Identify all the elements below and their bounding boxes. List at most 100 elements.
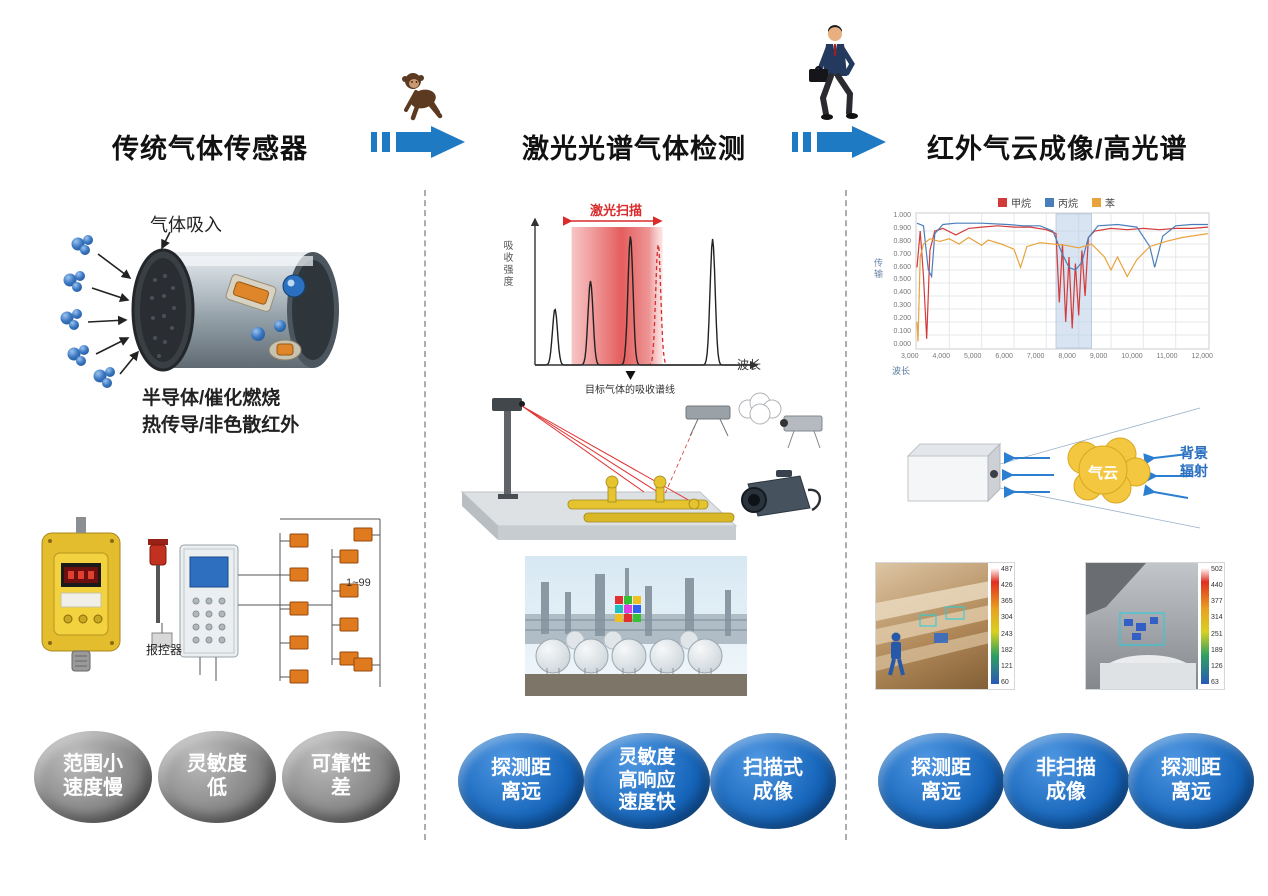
- advantage-badge-distance-ir: 探测距 离远: [878, 733, 1004, 829]
- absorption-y-axis-label: 吸收强度: [501, 240, 512, 288]
- laser-tower: [492, 398, 525, 499]
- tick-label: 0.600: [893, 263, 911, 271]
- tick-label: 63: [1211, 678, 1219, 686]
- cylinder-mesh-face: [131, 248, 195, 372]
- reflector-unit: [685, 405, 731, 437]
- propane-line: [916, 222, 1208, 279]
- tick-label: 440: [1211, 582, 1223, 590]
- transmission-y-axis-label: 传输: [873, 258, 883, 280]
- thermal-scene-tank: [1086, 563, 1196, 689]
- alarm-controller-box: [151, 623, 173, 648]
- gas-intake-label: 气体吸入: [150, 215, 222, 235]
- remote-detectors: [289, 527, 373, 684]
- tick-label: 0.700: [893, 250, 911, 258]
- tick-label: 502: [1211, 566, 1223, 573]
- walking-businessman-icon: [809, 25, 858, 120]
- tick-label: 0.100: [893, 328, 911, 336]
- tick-label: 243: [1001, 630, 1013, 638]
- gas-plume-cloud-icon: [738, 392, 782, 425]
- ground: [525, 674, 747, 696]
- refinery-photo: [525, 556, 747, 696]
- tick-label: 8,000: [1058, 353, 1076, 360]
- laser-scan-label: 激光扫描: [589, 203, 642, 218]
- tick-label: 0.800: [893, 237, 911, 245]
- column-title-traditional: 传统气体传感器: [112, 134, 308, 164]
- tick-label: 3,000: [901, 353, 919, 360]
- infrared-camera-box: [906, 442, 1002, 503]
- tick-label: 0.300: [893, 302, 911, 310]
- legend-item-methane: 甲烷: [998, 195, 1031, 210]
- legend-label-methane: 甲烷: [1011, 199, 1031, 210]
- absorption-x-axis-label: 波长: [737, 358, 762, 372]
- tick-label: 0.200: [893, 315, 911, 323]
- evolution-arrow-1-icon: [371, 126, 465, 158]
- gas-molecules: [60, 235, 115, 388]
- tick-label: 426: [1001, 582, 1013, 590]
- absorption-spectrum-chart: [530, 216, 759, 380]
- legend-label-benzene: 苯: [1105, 199, 1115, 210]
- tick-label: 9,000: [1089, 353, 1108, 360]
- advantage-badge-sensitivity: 灵敏度 高响应 速度快: [584, 733, 710, 829]
- tick-label: 314: [1211, 614, 1223, 622]
- gas-cloud-imaging-scene: [906, 407, 1201, 529]
- evolution-arrow-2-icon: [792, 126, 886, 158]
- legend-label-propane: 丙烷: [1058, 199, 1078, 210]
- tick-label: 1.000: [893, 212, 911, 219]
- column-title-infrared: 红外气云成像/高光谱: [927, 134, 1188, 164]
- tick-label: 10,000: [1121, 353, 1143, 360]
- detector-count-label: 1~99: [346, 577, 371, 589]
- benzene-line: [916, 233, 1209, 342]
- tick-label: 4,000: [932, 353, 950, 360]
- tick-label: 377: [1211, 598, 1223, 606]
- gas-cloud-icon: [1067, 437, 1151, 504]
- drawback-badge-sensitivity: 灵敏度 低: [158, 731, 276, 823]
- advantage-badge-scanning: 扫描式 成像: [710, 733, 836, 829]
- background-radiation-label: 背景 辐射: [1180, 445, 1208, 480]
- target-gas-marker: [625, 371, 636, 380]
- legend-item-benzene: 苯: [1092, 195, 1115, 210]
- gas-cloud-label: 气云: [1087, 465, 1118, 482]
- laser-scan-band: [571, 227, 663, 365]
- column-separator-2: [845, 190, 847, 840]
- thermal-scene-pipes: [876, 581, 990, 676]
- tick-label: 0.500: [893, 276, 911, 284]
- propane-swatch: [1045, 198, 1054, 207]
- tick-label: 304: [1001, 614, 1013, 622]
- transmission-spectra-plot: [915, 212, 1210, 350]
- column-title-laser: 激光光谱气体检测: [522, 134, 746, 164]
- tick-label: 182: [1001, 646, 1013, 654]
- tick-label: 251: [1211, 630, 1223, 638]
- advantage-badge-non-scanning: 非扫描 成像: [1003, 733, 1129, 829]
- drawback-badge-reliability: 可靠性 差: [282, 731, 400, 823]
- tick-label: 121: [1001, 662, 1013, 670]
- intake-arrows: [87, 231, 171, 375]
- tick-label: 0.900: [893, 224, 911, 232]
- tick-label: 12,000: [1191, 353, 1213, 360]
- tick-label: 60: [1001, 678, 1009, 686]
- laser-camera: [741, 470, 821, 517]
- tick-label: 487: [1001, 566, 1013, 573]
- gas-detector-wiring-illustration: [41, 517, 381, 687]
- tick-label: 189: [1211, 646, 1223, 654]
- advantage-badge-distance: 探测距 离远: [458, 733, 584, 829]
- detection-overlay-mosaic: [615, 596, 641, 622]
- advantage-badge-distance-ir-2: 探测距 离远: [1128, 733, 1254, 829]
- fixed-gas-detector: [41, 517, 121, 672]
- transmission-chart-legend: 甲烷 丙烷 苯: [998, 195, 1115, 210]
- absorption-annotation: 目标气体的吸收谱线: [585, 385, 675, 396]
- field-of-view-lines: [999, 407, 1201, 529]
- legend-item-propane: 丙烷: [1045, 195, 1078, 210]
- column-separator-1: [424, 190, 426, 840]
- monkey-icon: [402, 73, 443, 121]
- tick-label: 0.000: [893, 340, 911, 348]
- alarm-controller-label: 报控器: [146, 643, 183, 657]
- detector-network: [238, 518, 381, 687]
